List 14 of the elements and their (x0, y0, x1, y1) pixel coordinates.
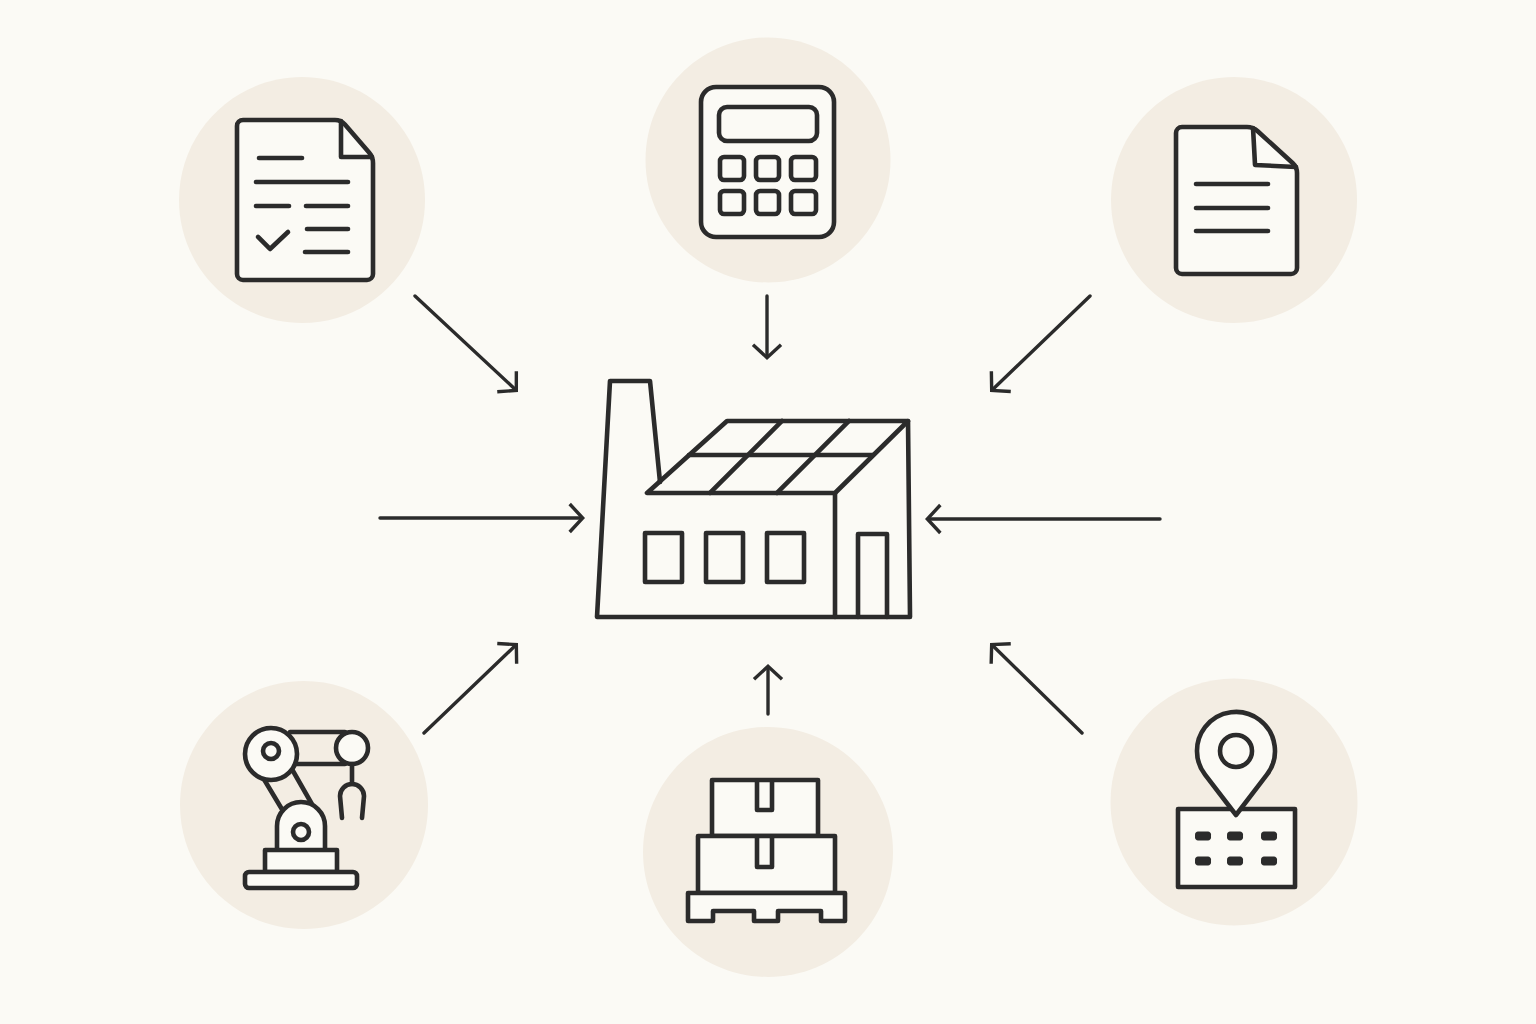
document-icon (1111, 77, 1357, 323)
checklist-icon (179, 77, 425, 323)
arrow (422, 641, 519, 735)
arrow (378, 502, 585, 534)
boxes-on-pallet-icon (643, 727, 893, 977)
factory-icon (594, 378, 913, 620)
arrow (925, 503, 1162, 535)
arrow (413, 294, 519, 394)
arrow (989, 294, 1092, 394)
robot-arm-icon (180, 681, 428, 929)
calculator-icon (645, 37, 891, 283)
arrow (751, 294, 783, 360)
arrow (989, 642, 1084, 735)
location-pin-icon (1110, 678, 1358, 926)
